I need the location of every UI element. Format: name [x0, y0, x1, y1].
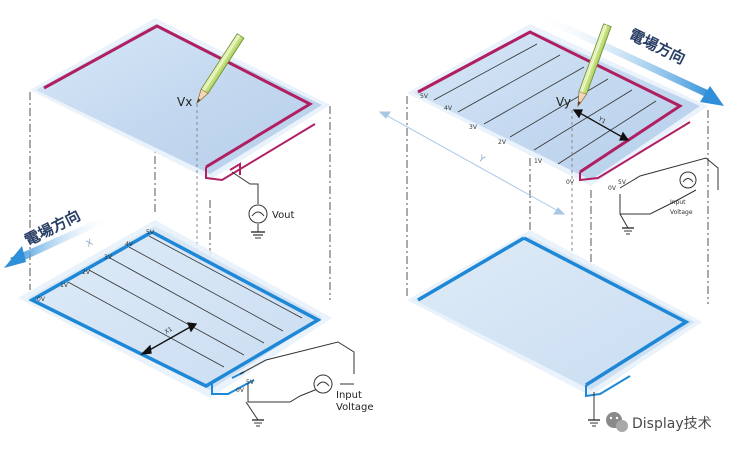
right-pen-icon [577, 23, 612, 108]
right-position-arrow [572, 109, 630, 141]
svg-text:0V: 0V [37, 296, 46, 303]
left-bottom-electrode [28, 230, 322, 388]
right-top-panel [407, 24, 708, 186]
left-vout-meter-icon [248, 204, 268, 224]
right-top-electrode [417, 30, 684, 174]
left-gradient-labels: 5V 4V 3V 2V 1V 0V [37, 229, 155, 303]
right-gradient-labels: 5V 4V 3V 2V 1V 0V [420, 93, 575, 186]
svg-text:2V: 2V [82, 269, 91, 276]
right-supply-bottom-label: 0V [608, 185, 617, 192]
right-diagram: 5V 4V 3V 2V 1V 0V Y 電場方向 Vy [378, 12, 724, 427]
svg-text:4V: 4V [444, 105, 453, 112]
right-input-label-2: Voltage [670, 209, 693, 216]
left-input-meter-icon [313, 374, 333, 394]
right-field-direction-arrow [536, 12, 724, 106]
right-axis-label: Y [476, 153, 487, 165]
wechat-icon [606, 412, 628, 432]
left-pen-label: Vx [177, 95, 192, 109]
right-pen-label: Vy [556, 95, 571, 109]
right-ground [588, 392, 600, 427]
watermark: Display技术 [606, 412, 712, 432]
right-bottom-panel [407, 230, 702, 398]
right-gradient-lines [433, 43, 657, 165]
left-input-label-2: Voltage [336, 402, 374, 413]
right-supply-top-label: 5V [618, 179, 627, 186]
right-input-circuit [619, 157, 719, 235]
right-input-label-1: Input [670, 199, 686, 206]
left-diagram: Vout Vx 電場方向 X [4, 18, 374, 427]
left-gradient-lines [67, 235, 303, 368]
svg-text:3V: 3V [104, 254, 113, 261]
right-axis-arrow [378, 111, 566, 215]
left-bottom-panel [18, 220, 332, 398]
svg-text:1V: 1V [534, 158, 543, 165]
svg-text:0V: 0V [566, 179, 575, 186]
right-bottom-electrode [523, 236, 690, 387]
left-position-arrow [140, 322, 198, 355]
left-input-label-1: Input [336, 390, 362, 401]
left-axis-label: X [85, 238, 95, 250]
left-field-direction-arrow [4, 214, 112, 268]
svg-text:5V: 5V [146, 229, 155, 236]
svg-text:5V: 5V [420, 93, 429, 100]
left-top-panel [30, 18, 330, 182]
left-output-label: Vout [272, 210, 295, 221]
left-position-label: X1 [164, 326, 175, 336]
left-pen-icon [196, 33, 245, 105]
left-input-circuit [239, 341, 355, 427]
watermark-text: Display技术 [632, 416, 712, 432]
svg-text:1V: 1V [60, 282, 69, 289]
svg-text:4V: 4V [125, 241, 134, 248]
left-vout-circuit [231, 171, 265, 239]
left-supply-top-label: 5V [246, 379, 255, 386]
svg-text:2V: 2V [498, 139, 507, 146]
right-position-label: Y1 [596, 115, 607, 125]
left-supply-bottom-label: 0V [236, 387, 245, 394]
right-input-meter-icon [679, 171, 697, 189]
svg-text:3V: 3V [469, 124, 478, 131]
left-top-electrode [43, 24, 314, 169]
